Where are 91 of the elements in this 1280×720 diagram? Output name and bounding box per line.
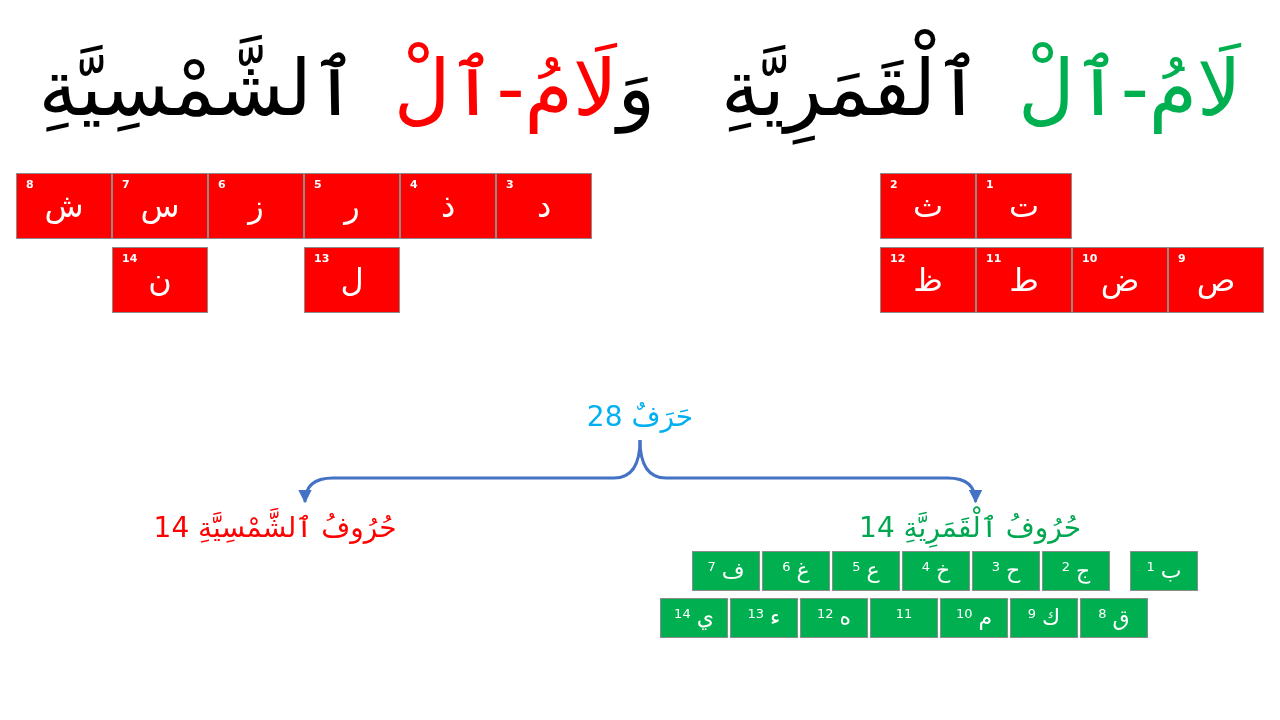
letter-tile: [762, 551, 830, 591]
tile-number: 3: [991, 559, 1001, 573]
letter: ج: [1076, 556, 1091, 586]
letter: ظ: [913, 260, 943, 302]
letter-tile: [400, 173, 496, 239]
letter: ط: [1009, 260, 1039, 302]
letter-tile: [1072, 247, 1168, 313]
tile-number: 9: [1027, 606, 1037, 620]
tile-number: 14: [674, 606, 691, 620]
letter-tile: [1168, 247, 1264, 313]
letter: ل: [340, 260, 364, 302]
group-label: حُرُوفُ ٱلشَّمْسِيَّةِ 14: [125, 502, 425, 552]
letter-tile: [902, 551, 970, 591]
tile-number: 11: [895, 606, 913, 620]
arrow: [638, 439, 982, 504]
title-word: ٱلْقَمَرِيَّةِ: [721, 24, 982, 153]
letter-tile: [16, 173, 112, 239]
tile-number: 14: [122, 253, 138, 264]
group-label: حُرُوفُ ٱلْقَمَرِيَّةِ 14: [830, 502, 1110, 552]
letter: ي: [696, 603, 714, 632]
letter: ع: [866, 556, 880, 585]
tile-number: 8: [26, 179, 34, 190]
tile-number: 12: [890, 253, 906, 264]
tile-number: 5: [314, 179, 322, 190]
letter-tile: [1042, 551, 1110, 591]
tile-number: 3: [506, 179, 514, 190]
tile-number: 1: [986, 179, 994, 190]
letter-tile: [972, 551, 1040, 591]
tile-number: 8: [1098, 606, 1107, 620]
letter-tile: [976, 247, 1072, 313]
tile-number: 13: [314, 253, 330, 264]
letter: ش: [44, 186, 84, 228]
letter-tile: [1130, 551, 1198, 591]
letter-tile: [730, 598, 798, 638]
letter: ق: [1112, 603, 1130, 632]
tile-number: 2: [890, 179, 898, 190]
letter-tile: [692, 551, 760, 591]
tile-number: 4: [921, 559, 931, 573]
arrow: [298, 439, 642, 504]
letter: ب: [1160, 556, 1182, 585]
tile-number: 10: [955, 606, 973, 620]
letter: خ: [936, 556, 951, 585]
letter-tile: [304, 247, 400, 313]
letter-tile: [304, 173, 400, 239]
tile-number: 11: [986, 253, 1002, 264]
letter: ذ: [440, 186, 456, 228]
tile-number: 10: [1082, 253, 1098, 264]
tile-number: 6: [782, 559, 791, 573]
title-word: لَامُ-ٱلْ: [1017, 41, 1242, 136]
letter-tile: [976, 173, 1072, 239]
letter: غ: [796, 556, 810, 585]
tile-number: 12: [816, 606, 834, 620]
letter-tile: [496, 173, 592, 239]
letter-tile: [112, 173, 208, 239]
letter-tile: [112, 247, 208, 313]
letter-tile: [940, 598, 1008, 638]
letter: ء: [770, 603, 781, 632]
letter: ر: [344, 186, 360, 228]
tile-number: 6: [218, 179, 226, 190]
tile-number: 2: [1061, 559, 1071, 573]
letter: ه: [839, 603, 852, 632]
tile-number: 5: [852, 559, 861, 573]
letter: س: [140, 186, 180, 228]
letter-tile: [1080, 598, 1148, 638]
tile-number: 13: [747, 606, 765, 620]
total-label: حَرَفٌ 28: [555, 392, 725, 440]
letter: د: [536, 186, 552, 228]
letter-tile: [880, 173, 976, 239]
tile-number: 1: [1146, 559, 1155, 573]
title-word: ٱلشَّمْسِيَّةِ: [38, 24, 358, 153]
tile-number: 7: [122, 179, 130, 190]
letter: ت: [1008, 186, 1040, 228]
letter-tile: [660, 598, 728, 638]
letter: ز: [248, 186, 264, 228]
tile-number: 9: [1178, 253, 1186, 264]
letter: ص: [1196, 260, 1236, 302]
letter-tile: [1010, 598, 1078, 638]
letter: ث: [912, 186, 944, 228]
tile-number: 7: [707, 559, 716, 573]
tile-number: 4: [410, 179, 418, 190]
letter-tile: [800, 598, 868, 638]
letter: ف: [721, 556, 745, 585]
letter-tile: [208, 173, 304, 239]
letter: م: [978, 603, 993, 632]
letter-tile: [832, 551, 900, 591]
letter: ك: [1042, 603, 1061, 632]
letter: ن: [148, 260, 172, 302]
letter: ح: [1006, 556, 1021, 585]
letter: ض: [1100, 260, 1140, 302]
letter-tile: [880, 247, 976, 313]
letter-tile: [870, 598, 938, 638]
